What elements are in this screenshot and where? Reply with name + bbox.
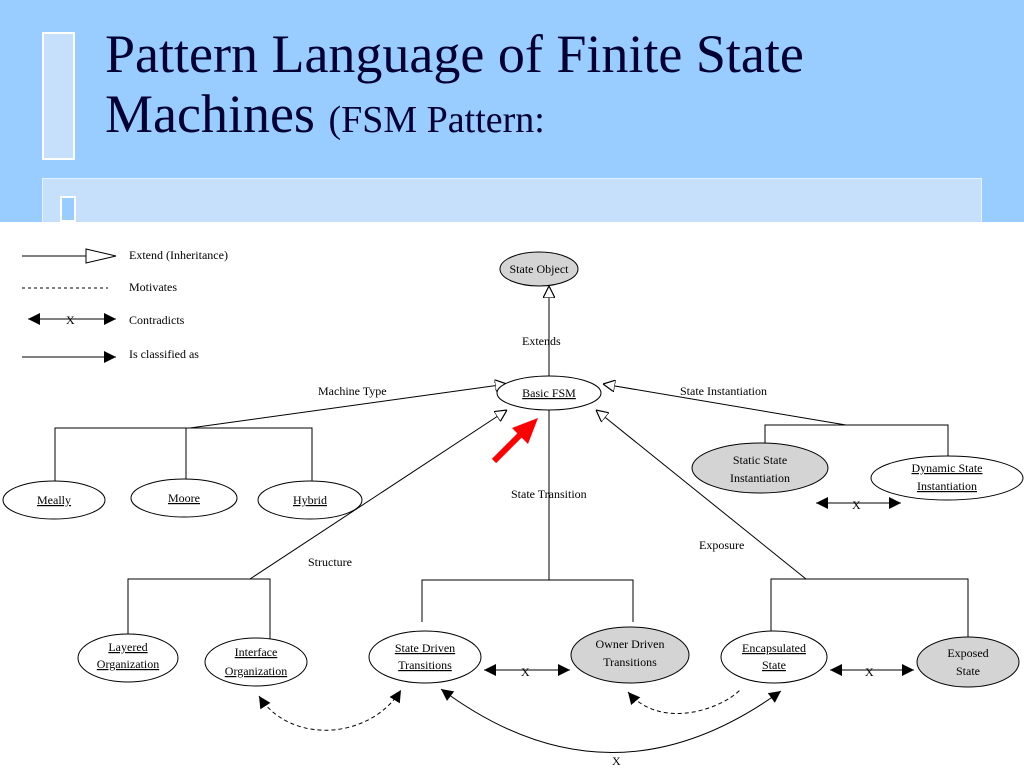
legend-contradicts: Contradicts (129, 313, 185, 327)
svg-text:State Object: State Object (510, 262, 570, 276)
svg-text:Instantiation: Instantiation (730, 471, 790, 485)
x-mark: X (521, 665, 530, 679)
node-basic-fsm: Basic FSM (496, 375, 602, 411)
svg-text:Transitions: Transitions (603, 655, 657, 669)
label-state-transition: State Transition (511, 487, 587, 501)
edge-labels: Extends Machine Type State Instantiation… (308, 334, 874, 768)
svg-text:Interface: Interface (235, 645, 278, 659)
title-line-2: Machines (105, 84, 329, 144)
svg-text:Encapsulated: Encapsulated (742, 641, 806, 655)
label-structure: Structure (308, 555, 352, 569)
title-line-1: Pattern Language of Finite State (105, 24, 804, 84)
node-exposed-state: Exposed State (916, 636, 1020, 688)
svg-text:Instantiation: Instantiation (917, 479, 977, 493)
node-state-driven-transitions: State Driven Transitions (368, 630, 482, 684)
x-mark: X (852, 498, 861, 512)
svg-text:Exposed: Exposed (947, 646, 988, 660)
svg-text:Organization: Organization (225, 664, 287, 678)
fsm-pattern-diagram: Extend (Inheritance) Motivates X Contrad… (0, 222, 1024, 768)
x-mark: X (865, 665, 874, 679)
x-mark: X (612, 754, 621, 768)
slide-title: Pattern Language of Finite State Machine… (105, 24, 804, 150)
svg-text:Moore: Moore (168, 491, 200, 505)
title-subtitle: (FSM Pattern: (328, 99, 545, 141)
svg-text:Dynamic State: Dynamic State (912, 461, 983, 475)
node-layered-organization: Layered Organization (77, 633, 179, 683)
legend: Extend (Inheritance) Motivates X Contrad… (22, 248, 228, 363)
legend-motivates: Motivates (129, 280, 177, 294)
node-owner-driven-transitions: Owner Driven Transitions (570, 626, 690, 684)
hollow-arrow-icon (85, 248, 117, 264)
label-state-instantiation: State Instantiation (680, 384, 767, 398)
label-machine-type: Machine Type (318, 384, 387, 398)
svg-text:State: State (956, 664, 980, 678)
bullet-marker (60, 196, 76, 222)
svg-text:Organization: Organization (97, 657, 159, 671)
legend-x: X (66, 313, 75, 327)
legend-extend: Extend (Inheritance) (129, 248, 228, 262)
label-exposure: Exposure (699, 538, 744, 552)
svg-text:State Driven: State Driven (395, 641, 455, 655)
svg-text:Owner Driven: Owner Driven (596, 637, 665, 651)
label-extends: Extends (522, 334, 561, 348)
edges (54, 286, 969, 753)
svg-text:State: State (762, 658, 786, 672)
node-static-state-instantiation: Static State Instantiation (691, 442, 829, 494)
highlight-arrow-icon (491, 418, 538, 464)
title-accent-bar (42, 32, 75, 160)
node-interface-organization: Interface Organization (204, 637, 308, 687)
node-encapsulated-state: Encapsulated State (720, 630, 828, 684)
svg-text:Layered: Layered (108, 640, 147, 654)
svg-text:Static State: Static State (733, 453, 787, 467)
svg-text:Hybrid: Hybrid (293, 493, 327, 507)
svg-text:Basic FSM: Basic FSM (522, 386, 576, 400)
node-moore: Moore (130, 478, 238, 518)
svg-text:Meally: Meally (37, 493, 71, 507)
node-dynamic-state-instantiation: Dynamic State Instantiation (870, 455, 1024, 501)
node-hybrid: Hybrid (257, 480, 363, 520)
node-mealy: Meally (2, 480, 106, 520)
legend-classified: Is classified as (129, 347, 199, 361)
svg-text:Transitions: Transitions (398, 658, 452, 672)
node-state-object: State Object (499, 251, 579, 287)
